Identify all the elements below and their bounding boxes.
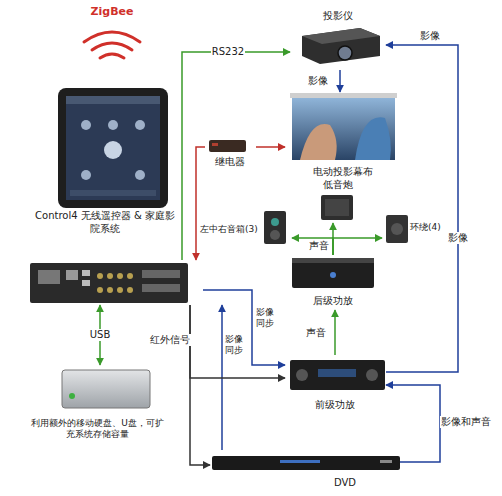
signal-connector [203,290,285,365]
speaker-node: 低音炮 [310,178,366,223]
speaker-node: 环绕(4) [382,210,456,250]
node-text: 前级功放 [285,399,385,412]
edge-label: 影像 [307,75,329,87]
player-node: DVD [210,450,400,492]
signal-connector [196,147,205,260]
signal-connector [292,238,333,255]
node-text: 低音炮 [310,179,365,192]
node-text: 后级功放 [288,295,378,308]
edge-label: 影像 [447,232,469,244]
edge-label: 影像和声音 [440,416,492,428]
protocol-label: ZigBee [90,5,135,18]
node-text: 投影仪 [290,10,385,23]
tablet-node: Control4 无线遥控器 & 家庭影院系统 [35,80,176,245]
node-text: 左中右音箱(3) [200,224,263,235]
amplifier-node: 前级功放 [285,355,386,417]
amplifier-node: 后级功放 [288,255,379,310]
signal-connector [333,238,382,255]
dvd-player [212,456,400,470]
signal-connector [334,310,336,355]
node-text: 电动投影幕布 [285,166,400,179]
signal-connector [339,70,341,92]
edge-label: USB [89,329,112,341]
node-text: 利用额外的移动硬盘、U盘，可扩充系统存储容量 [30,418,165,441]
pre-amplifier [290,360,385,390]
power-amplifier [292,258,374,288]
edge-label: 声音 [308,240,330,252]
screen-node: 电动投影幕布 [285,92,401,187]
speaker-node: 左中右音箱(3) [200,205,292,250]
tablet-remote [58,88,168,208]
signal-connector [182,52,290,260]
node-text: Control4 无线遥控器 & 家庭影院系统 [35,210,175,235]
node-text: DVD [320,477,370,490]
relay-node: 继电器 [205,135,256,177]
signal-connector [386,385,440,462]
edge-label: RS232 [211,46,245,58]
edge-label: 影像 同步 [223,334,245,356]
subwoofer [321,195,353,220]
edge-label: 影像 同步 [254,307,276,329]
controller-node [28,260,203,305]
node-text: 继电器 [205,156,255,169]
projection-screen [290,93,397,160]
storage-node: 利用额外的移动硬盘、U盘，可扩充系统存储容量 [30,365,166,460]
edge-label: 声音 [305,327,327,339]
signal-connector [386,45,458,372]
signal-connector [190,305,210,465]
signal-connector [190,305,285,378]
projector-node: 投影仪 [290,8,386,70]
edge-label: 红外信号 [149,334,191,346]
surround-speaker [386,215,408,243]
front-speaker [264,211,286,244]
relay-illustration [209,140,246,152]
zigbee-waves [84,32,140,58]
controller-illustration [30,263,188,303]
projector-illustration [302,28,380,64]
signal-connector [256,146,285,148]
hard-disk [62,370,150,408]
signal-label: 影像 [419,30,441,42]
